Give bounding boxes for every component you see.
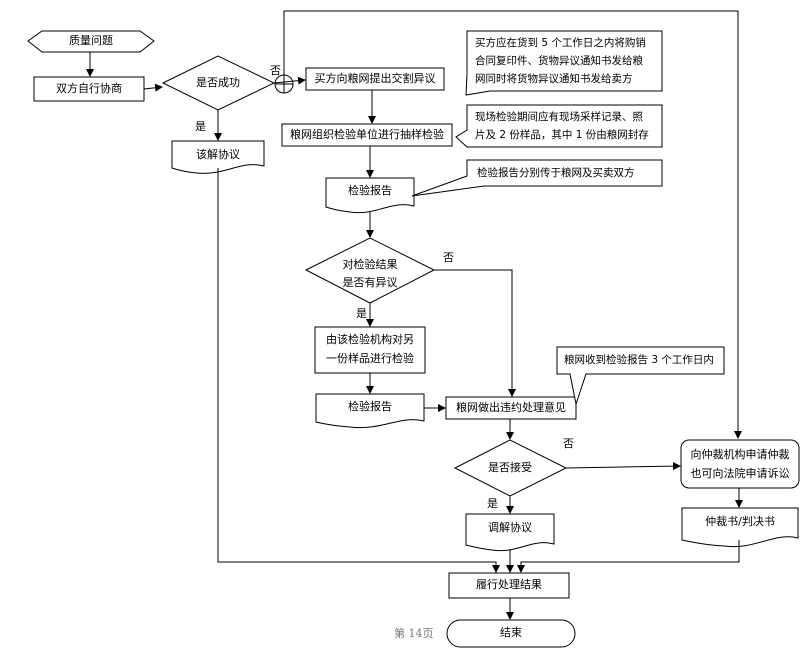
report1-document xyxy=(325,177,415,214)
objection-question-line1: 对检验结果 xyxy=(342,258,398,271)
note1-callout xyxy=(465,30,663,96)
page-number: 第 14页 xyxy=(394,627,434,640)
note3-text: 检验报告分别传于粮网及买卖双方 xyxy=(477,167,635,179)
mediation-label: 调解协议 xyxy=(488,521,532,534)
end-terminator xyxy=(446,619,576,648)
buyer-objection-label: 买方向粮网提出交割异议 xyxy=(314,72,436,85)
report2-label: 检验报告 xyxy=(348,400,392,413)
objection-no-label: 否 xyxy=(443,251,454,264)
reconcile-document xyxy=(171,140,265,174)
success-yes-label: 是 xyxy=(195,120,206,133)
award-label: 仲裁书/判决书 xyxy=(705,515,775,528)
note2-line1: 现场检验期间应有现场采样记录、照 xyxy=(475,111,643,123)
conn-right-return xyxy=(517,540,740,573)
start-hexagon xyxy=(27,30,155,53)
breach-opinion-label: 粮网做出违约处理意见 xyxy=(456,401,566,414)
report1-label: 检验报告 xyxy=(348,184,392,197)
conn-negotiate-decision xyxy=(143,83,163,92)
award-document xyxy=(681,507,799,548)
note2-line2: 片及 2 份样品，其中 1 份由粮网封存 xyxy=(475,129,649,141)
accept-no-label: 否 xyxy=(563,437,574,450)
conn-accept-no xyxy=(565,462,681,471)
note1-line2: 合同复印件、货物异议通知书发给粮 xyxy=(475,55,643,67)
conn-left-return xyxy=(217,168,500,573)
note4-text: 粮网收到检验报告 3 个工作日内 xyxy=(564,354,714,366)
arbitration-line1: 向仲裁机构申请仲裁 xyxy=(690,448,790,461)
reconcile-label: 该解协议 xyxy=(196,148,240,161)
objection-question-line2: 是否有异议 xyxy=(342,276,398,289)
accept-question-label: 是否接受 xyxy=(488,461,532,474)
conn-top-loop xyxy=(283,10,742,439)
organize-inspection-label: 粮网组织检验单位进行抽样检验 xyxy=(290,128,444,141)
arbitration-box xyxy=(680,439,800,489)
accept-yes-label: 是 xyxy=(487,497,498,510)
success-question-label: 是否成功 xyxy=(196,76,240,89)
arbitration-line2: 也可向法院申请诉讼 xyxy=(690,467,790,480)
execute-label: 履行处理结果 xyxy=(476,578,542,591)
note1-line1: 买方应在货到 5 个工作日之内将购销 xyxy=(475,37,646,49)
breach-opinion-box xyxy=(445,396,577,420)
buyer-objection-box xyxy=(305,67,445,91)
reinspect-line1: 由该检验机构对另 xyxy=(326,333,414,346)
note3-callout xyxy=(411,159,663,197)
reinspect-line2: 一份样品进行检验 xyxy=(326,352,414,365)
mediation-document xyxy=(465,513,555,552)
objection-yes-label: 是 xyxy=(356,307,367,320)
note2-callout xyxy=(455,104,663,148)
success-no-label: 否 xyxy=(270,64,281,77)
negotiate-label: 双方自行协商 xyxy=(56,82,122,95)
conn-success-no xyxy=(273,76,306,85)
conn-objection-no xyxy=(434,269,516,397)
note4-callout xyxy=(556,346,725,406)
report2-document xyxy=(315,393,425,429)
quality-issue-label: 质量问题 xyxy=(69,34,113,47)
end-label: 结束 xyxy=(500,626,522,639)
organize-inspection-box xyxy=(281,123,453,147)
execute-box xyxy=(448,572,570,599)
note1-line3: 网同时将货物异议通知书发给卖方 xyxy=(475,73,633,85)
reinspect-box xyxy=(314,326,426,374)
